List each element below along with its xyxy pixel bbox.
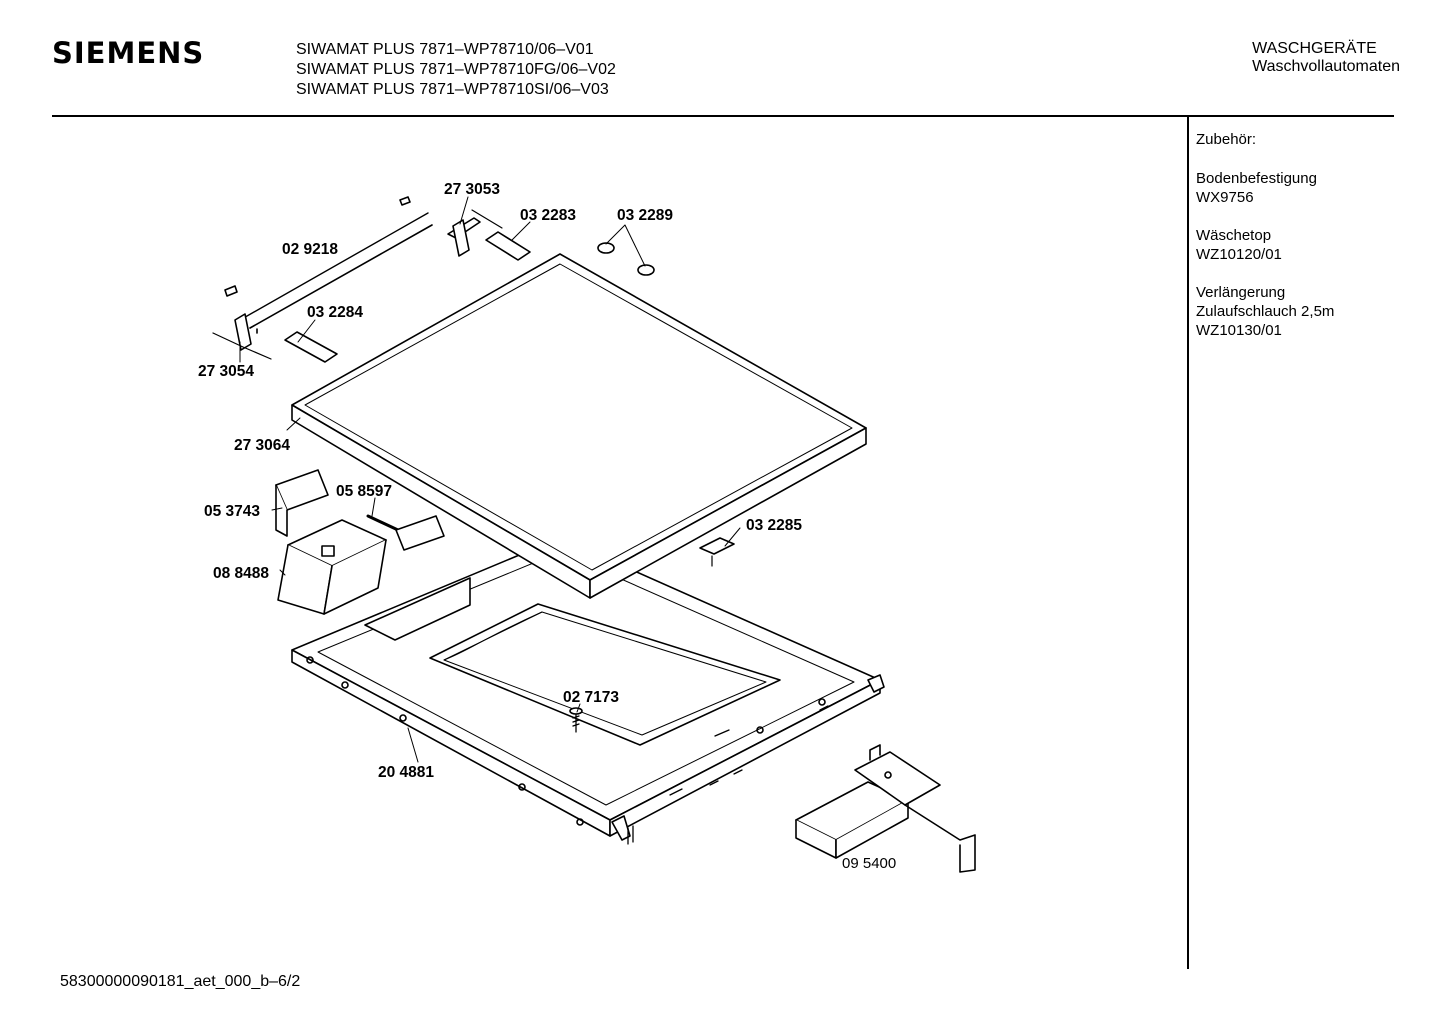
hinge-273054	[212, 313, 272, 360]
accessory-item: Bodenbefestigung WX9756	[1196, 169, 1334, 207]
part-label: 09 5400	[842, 855, 896, 872]
part-label: 02 7173	[563, 689, 619, 706]
model-line: SIWAMAT PLUS 7871–WP78710FG/06–V02	[296, 61, 616, 78]
part-label: 08 8488	[213, 565, 269, 582]
accessory-item: Wäschetop WZ10120/01	[1196, 226, 1334, 264]
screw-027173	[569, 707, 583, 733]
part-label: 02 9218	[282, 241, 338, 258]
part-label: 27 3054	[198, 363, 254, 380]
accessory-code: WZ10120/01	[1196, 246, 1282, 263]
plate-032285	[699, 537, 735, 567]
accessory-name: Wäschetop	[1196, 227, 1272, 244]
header-divider	[52, 115, 1394, 117]
worktop-cover	[291, 253, 867, 599]
accessories-title: Zubehör:	[1196, 131, 1257, 148]
part-label: 03 2284	[307, 304, 363, 321]
category-subtitle: Waschvollautomaten	[1252, 58, 1400, 75]
category-title: WASCHGERÄTE	[1252, 40, 1377, 57]
hinge-273053	[452, 209, 503, 257]
door-lock-095400	[795, 744, 976, 873]
model-line: SIWAMAT PLUS 7871–WP78710/06–V01	[296, 41, 594, 58]
sidebar-divider	[1187, 117, 1189, 969]
bracket-032284	[284, 331, 338, 363]
document-id: 58300000090181_aet_000_b–6/2	[60, 973, 301, 990]
brand-logo: SIEMENS	[52, 36, 205, 70]
part-label: 27 3053	[444, 181, 500, 198]
accessory-name: Bodenbefestigung	[1196, 170, 1317, 187]
part-label: 03 2285	[746, 517, 802, 534]
model-list: SIWAMAT PLUS 7871–WP78710/06–V01 SIWAMAT…	[296, 40, 616, 100]
accessory-name: Verlängerung	[1196, 284, 1286, 301]
part-label: 20 4881	[378, 764, 434, 781]
accessory-name-extra: Zulaufschlauch 2,5m	[1196, 303, 1335, 320]
part-label: 03 2289	[617, 207, 673, 224]
drawer-box-088488	[277, 519, 387, 615]
part-label: 05 8597	[336, 483, 392, 500]
accessory-item: Verlängerung Zulaufschlauch 2,5m WZ10130…	[1196, 283, 1334, 340]
drawer-seal-058597	[366, 514, 445, 551]
accessory-code: WX9756	[1196, 189, 1254, 206]
exploded-parts-diagram: 27 3053 03 2283 03 2289 02 9218 03 2284 …	[198, 181, 976, 873]
leader-lines	[239, 196, 741, 763]
base-frame	[291, 537, 885, 845]
foot-032289	[597, 242, 655, 276]
accessory-code: WZ10130/01	[1196, 322, 1282, 339]
bracket-032283	[485, 231, 531, 261]
part-label: 27 3064	[234, 437, 290, 454]
category-block: WASCHGERÄTE Waschvollautomaten	[1252, 40, 1400, 76]
part-label: 03 2283	[520, 207, 576, 224]
part-label: 05 3743	[204, 503, 260, 520]
drawer-handle-053743	[275, 469, 329, 537]
accessories-panel: Zubehör: Bodenbefestigung WX9756 Wäschet…	[1196, 130, 1334, 359]
model-line: SIWAMAT PLUS 7871–WP78710SI/06–V03	[296, 81, 609, 98]
